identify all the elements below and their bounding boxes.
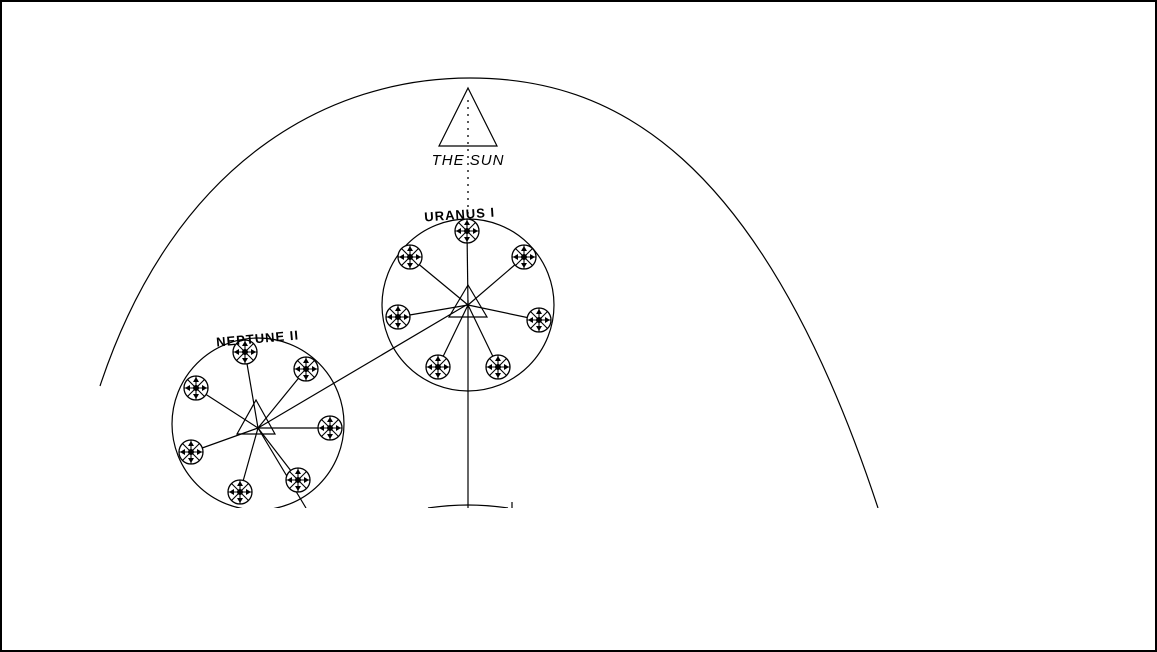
sun-label: THE SUN bbox=[432, 152, 505, 169]
neptune-moon-icon bbox=[286, 468, 310, 492]
neptune-label: NEPTUNE II bbox=[216, 327, 300, 349]
neptune-moon-icon bbox=[184, 376, 208, 400]
neptune-moon-icon bbox=[318, 416, 342, 440]
uranus-moon-icon bbox=[527, 308, 551, 332]
neptune-system bbox=[172, 338, 344, 510]
neptune-moon-icon bbox=[294, 357, 318, 381]
sun-triangle bbox=[439, 88, 497, 146]
outer-orbit-arc bbox=[100, 78, 878, 508]
neptune-moon-icon bbox=[228, 480, 252, 504]
uranus-moon-icon bbox=[455, 219, 479, 243]
uranus-moon-icon bbox=[486, 355, 510, 379]
uranus-moon-icon bbox=[426, 355, 450, 379]
neptune-moon-icon bbox=[179, 440, 203, 464]
uranus-moon-icon bbox=[398, 245, 422, 269]
uranus-moon-icon bbox=[386, 305, 410, 329]
uranus-moon-icon bbox=[512, 245, 536, 269]
uranus-label: URANUS I bbox=[424, 205, 496, 225]
